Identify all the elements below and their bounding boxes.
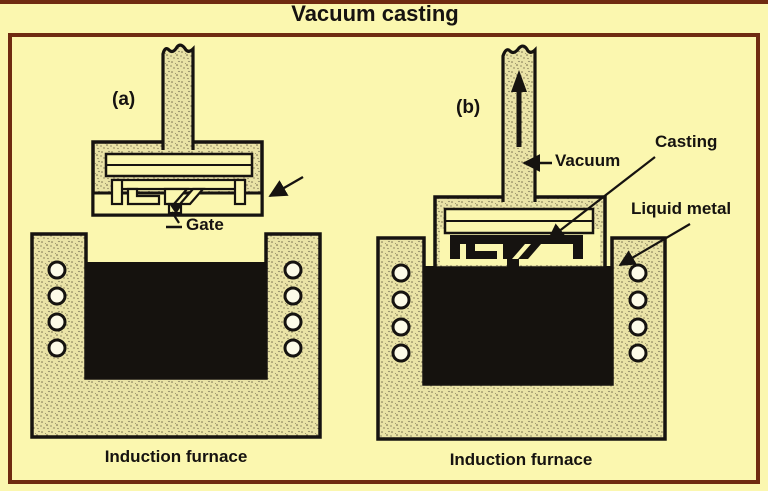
figure-b-label: (b) <box>456 97 481 118</box>
liquid-metal-a <box>86 262 266 378</box>
figure-a-label: (a) <box>112 89 136 110</box>
mold-a-cavity <box>110 178 247 215</box>
page-title: Vacuum casting <box>291 1 459 26</box>
liquid-metal-label: Liquid metal <box>631 199 732 218</box>
casting-label: Casting <box>655 132 718 151</box>
casting-b <box>450 235 583 270</box>
gate-leader-line <box>171 211 180 224</box>
mold-pointer-arrow <box>268 175 304 198</box>
diagram-frame <box>8 33 760 484</box>
tube-a-fill <box>163 45 193 151</box>
furnace-b-caption: Induction furnace <box>449 450 593 469</box>
vacuum-up-arrow-icon <box>511 70 527 147</box>
casting-leader-arrow <box>547 156 656 241</box>
induction-coils-b <box>391 263 648 363</box>
induction-coils-a <box>47 260 303 358</box>
furnace-a-caption: Induction furnace <box>104 447 248 466</box>
liquid-metal-b <box>424 266 612 384</box>
gate-label: Gate <box>186 215 224 234</box>
vacuum-label: Vacuum <box>555 151 621 170</box>
top-border-strip <box>0 0 768 4</box>
liquid-metal-leader-arrow <box>618 223 691 266</box>
tube-a-outline <box>161 43 195 150</box>
tube-b-outline <box>501 44 537 202</box>
